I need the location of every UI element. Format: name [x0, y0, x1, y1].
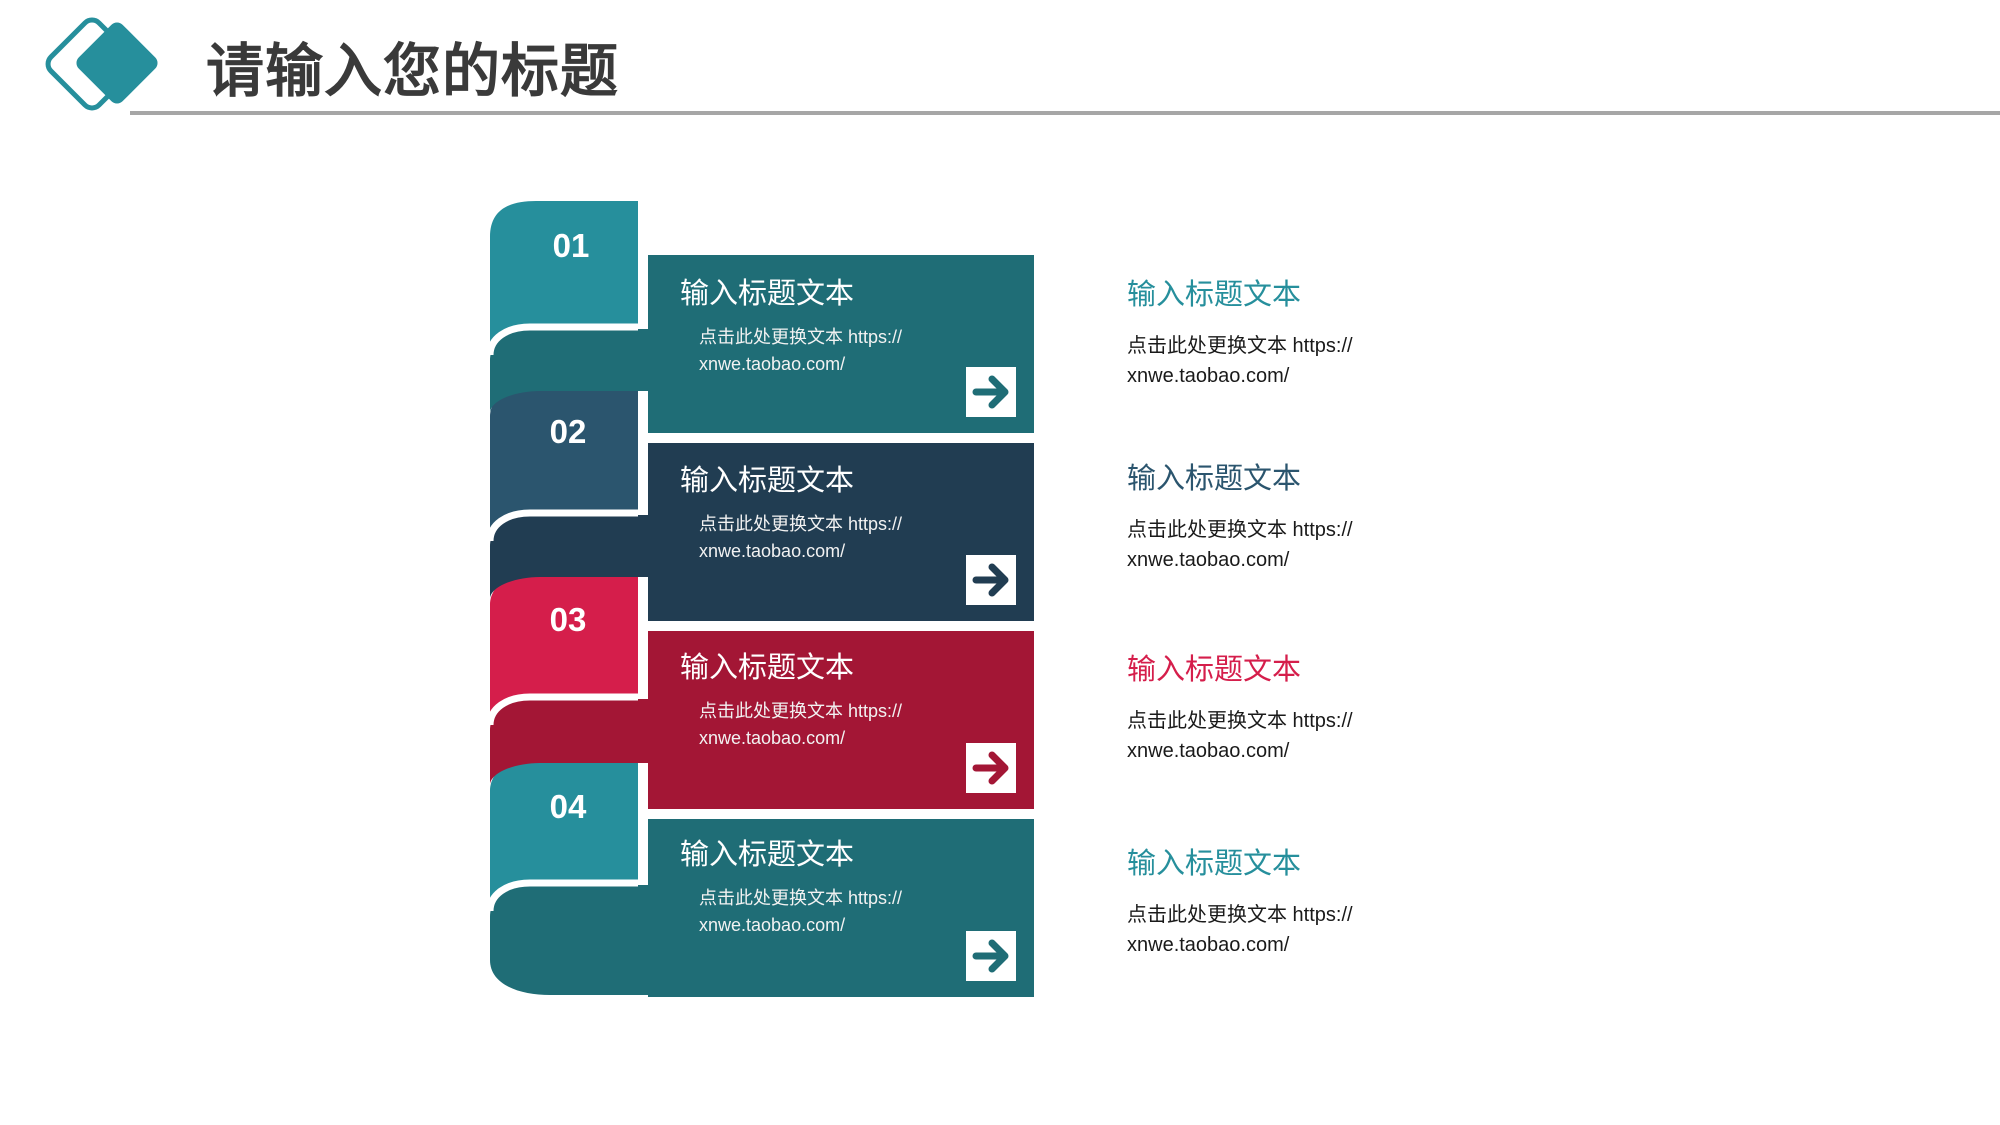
- step-1-arrow-icon: [966, 367, 1016, 417]
- step-3-tab: [490, 575, 638, 725]
- step-1-side-body: 点击此处更换文本 https:// xnwe.taobao.com/: [1127, 335, 1353, 387]
- step-3-side-title: 输入标题文本: [1127, 654, 1302, 686]
- step-2-arrow-icon: [966, 555, 1016, 605]
- diamond-logo-icon: [45, 17, 158, 111]
- step-1-shapes: [486, 201, 648, 413]
- step-2-card-title: 输入标题文本: [680, 465, 855, 497]
- step-4-card-title: 输入标题文本: [680, 839, 855, 871]
- step-1-card-body: 点击此处更换文本 https:// xnwe.taobao.com/: [699, 327, 903, 374]
- step-4-side-body: 点击此处更换文本 https:// xnwe.taobao.com/: [1127, 904, 1353, 956]
- page-title: 请输入您的标题: [206, 39, 620, 104]
- step-1-ribbon: [490, 329, 648, 413]
- step-2-number: 02: [549, 413, 587, 450]
- step-3-shapes: [486, 575, 648, 785]
- step-3-card-title: 输入标题文本: [680, 652, 855, 684]
- step-3-card-body: 点击此处更换文本 https:// xnwe.taobao.com/: [699, 701, 903, 748]
- step-4-shapes: [486, 760, 648, 995]
- steps-graphic: [486, 201, 1034, 997]
- step-1-side-title: 输入标题文本: [1127, 279, 1302, 311]
- step-3-number: 03: [549, 601, 587, 638]
- step-2-tab: [490, 387, 638, 541]
- step-4-card-body: 点击此处更换文本 https:// xnwe.taobao.com/: [699, 888, 903, 935]
- step-1-card-title: 输入标题文本: [680, 278, 855, 310]
- step-2-side-body: 点击此处更换文本 https:// xnwe.taobao.com/: [1127, 519, 1353, 571]
- step-3-side-body: 点击此处更换文本 https:// xnwe.taobao.com/: [1127, 710, 1353, 762]
- step-3-arrow-icon: [966, 743, 1016, 793]
- step-1-number: 01: [552, 227, 590, 264]
- header-divider: [130, 111, 2000, 115]
- step-4-arrow-icon: [966, 931, 1016, 981]
- step-2-ribbon: [490, 515, 648, 599]
- step-2-card-body: 点击此处更换文本 https:// xnwe.taobao.com/: [699, 514, 903, 561]
- step-4-number: 04: [549, 788, 587, 825]
- step-2-side-title: 输入标题文本: [1127, 463, 1302, 495]
- step-3-ribbon: [490, 699, 648, 785]
- step-2-shapes: [486, 387, 648, 599]
- step-4-tab: [490, 760, 638, 911]
- step-4-ribbon: [490, 885, 648, 995]
- step-4-side-title: 输入标题文本: [1127, 848, 1302, 880]
- step-1-tab: [490, 201, 638, 355]
